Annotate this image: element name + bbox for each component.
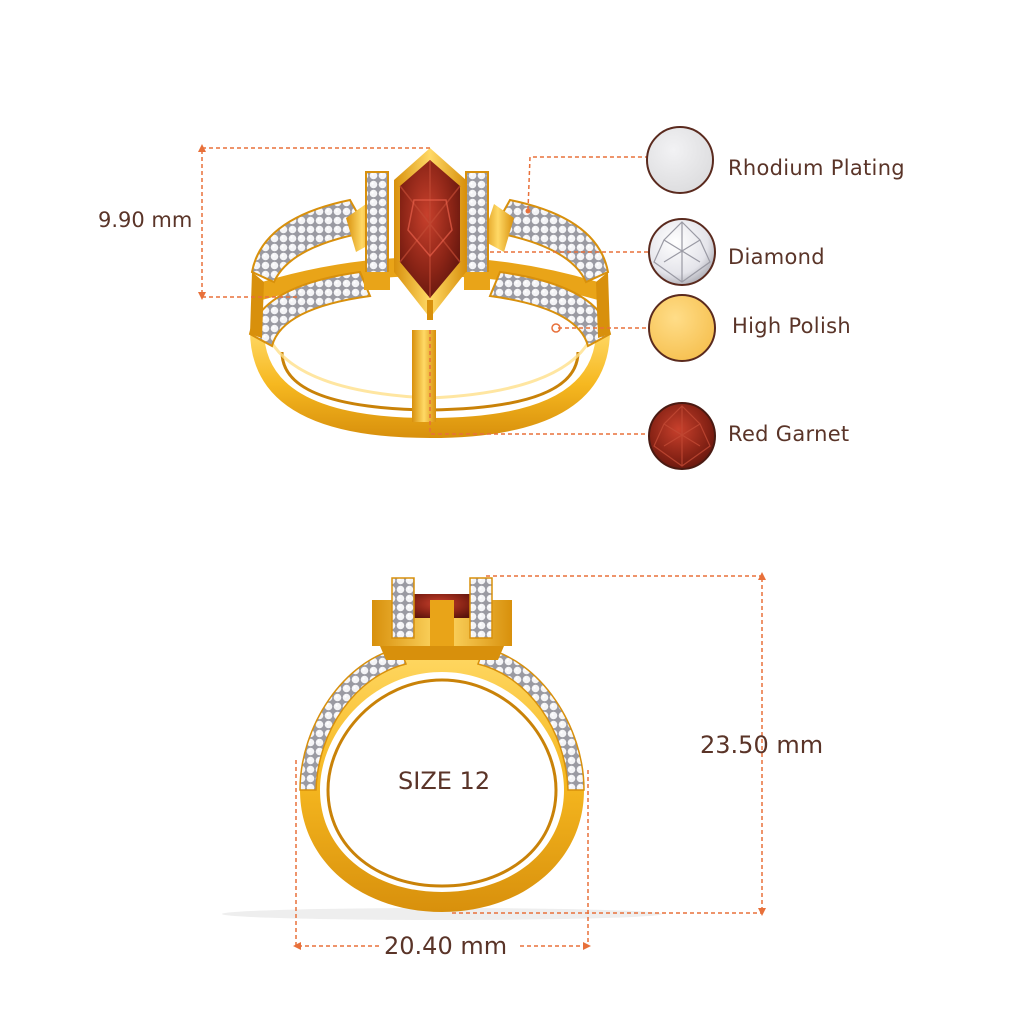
side-view-ring [222,577,662,920]
legend-label-high-polish: High Polish [732,314,851,338]
top-view-ring [248,148,612,438]
legend-label-diamond: Diamond [728,245,825,269]
top-height-label: 9.90 mm [98,208,193,232]
legend-swatches [646,126,716,470]
legend-label-rhodium-plating: Rhodium Plating [728,156,905,180]
high-polish-swatch-icon [648,294,716,362]
dimension-arrowheads [198,144,766,950]
ring-width-label: 20.40 mm [384,932,508,960]
legend-label-red-garnet: Red Garnet [728,422,850,446]
rhodium-plating-swatch-icon [646,126,714,194]
ring-size-label: SIZE 12 [398,767,491,795]
diamond-swatch-icon [648,218,716,286]
ring-height-label: 23.50 mm [700,731,824,759]
dimension-lines [201,147,763,947]
red-garnet-swatch-icon [648,402,716,470]
